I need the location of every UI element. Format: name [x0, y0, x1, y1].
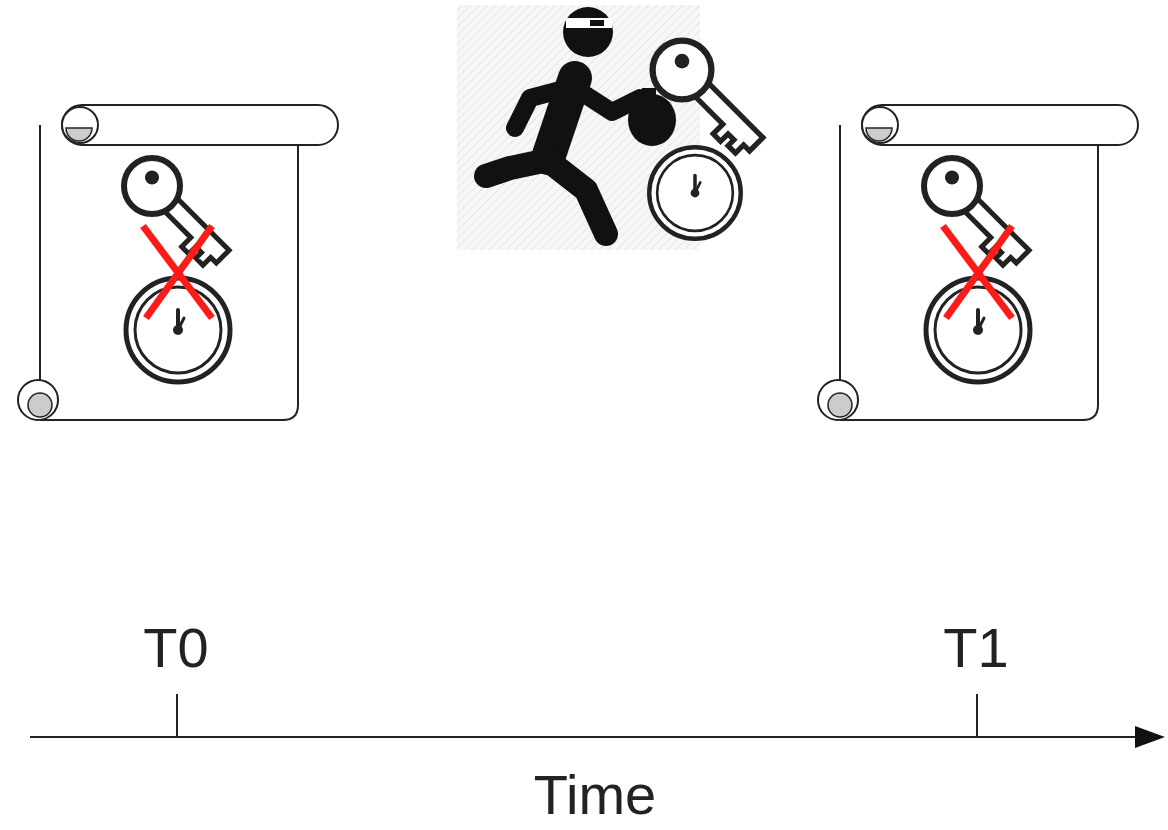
document-scroll: [18, 105, 338, 420]
time-point-label: T1: [943, 617, 1008, 679]
axis-title: Time: [534, 764, 656, 826]
document-scroll: [818, 105, 1138, 420]
time-point-label: T0: [143, 617, 208, 679]
time-axis: [30, 694, 1165, 748]
thief-icon: [457, 5, 777, 250]
